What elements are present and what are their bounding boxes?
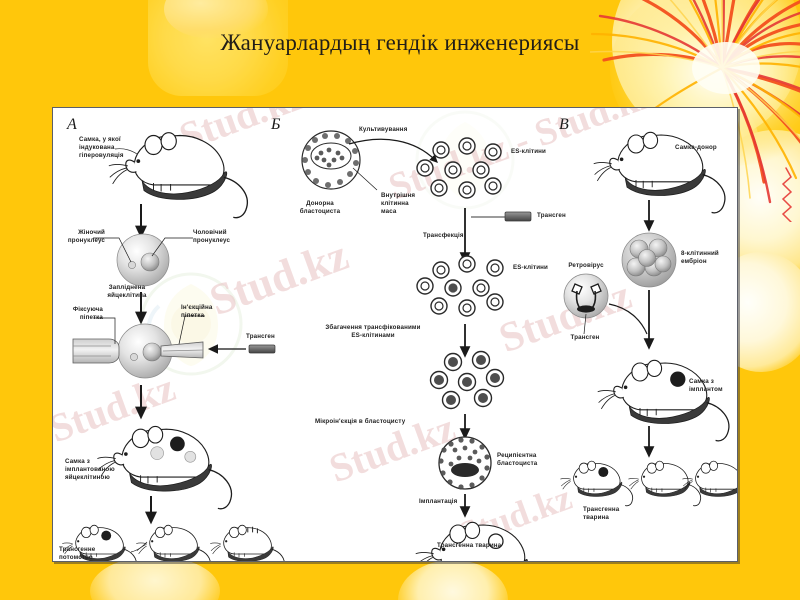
label-transgenic-animal-c: Трансгенна тварина [583,506,620,521]
label-microinjection: Мікроін'єкція в бластоцисту [315,418,406,425]
label-female-with-implant: Самка з імплантом [689,378,723,393]
label-transgene-a: Трансген [246,333,275,340]
label-es-cells-1: ES-клітини [511,148,547,155]
label-implantation: Імплантація [419,498,458,505]
label-donor-blastocyst: Донорна бластоциста [299,200,341,215]
glow-blob-6 [90,556,220,600]
panel-b-letter: Б [271,116,281,133]
slide-title: Жануарлардың гендік инженериясы [220,30,580,55]
label-implanted-female: Самка з імплантованою яйцеклітиною [65,458,115,481]
label-es-cells-2: ES-клітини [513,264,549,271]
label-recipient-blastocyst: Реципієнтна бластоциста [497,452,538,467]
label-holding-pipette: Фіксуюча піпетка [72,306,103,321]
figure-panel: Stud.kz Stud.kz - Stud.kz Stud.kz Stud.k… [52,107,738,562]
label-cultivation: Культивування [359,126,408,133]
label-enrichment: Збагачення трансфікованими ES-клітинами [325,324,421,339]
label-transgene-c: Трансген [570,334,600,341]
label-donor-female-c: Самка-донор [675,144,717,151]
label-injection-pipette: Ін'єкційна піпетка [181,304,213,319]
glow-blob-5 [398,560,508,600]
label-transgenic-animal-b: Трансгенна тварина [437,542,502,549]
label-fertilized-egg: Запліднена яйцеклітина [107,284,147,299]
label-inner-cell-mass: Внутрішня клітинна маса [381,192,416,215]
label-transfection: Трансфекція [423,232,464,239]
label-transgene-b: Трансген [537,212,566,219]
label-eight-cell-embryo: 8-клітинний ембріон [681,250,719,265]
label-male-pronucleus: Чоловічий пронуклеус [193,229,231,244]
figure-artwork [61,130,737,561]
label-transgenic-offspring: Трансгенне потомство [59,546,96,561]
label-retrovirus: Ретровірус [568,262,604,269]
label-female-pronucleus: Жіночий пронуклеус [67,229,105,244]
panel-c-letter: В [559,116,569,133]
panel-a-letter: А [67,116,77,133]
label-donor-female-a: Самка, у якої індукована гіперовуляція [79,136,124,159]
